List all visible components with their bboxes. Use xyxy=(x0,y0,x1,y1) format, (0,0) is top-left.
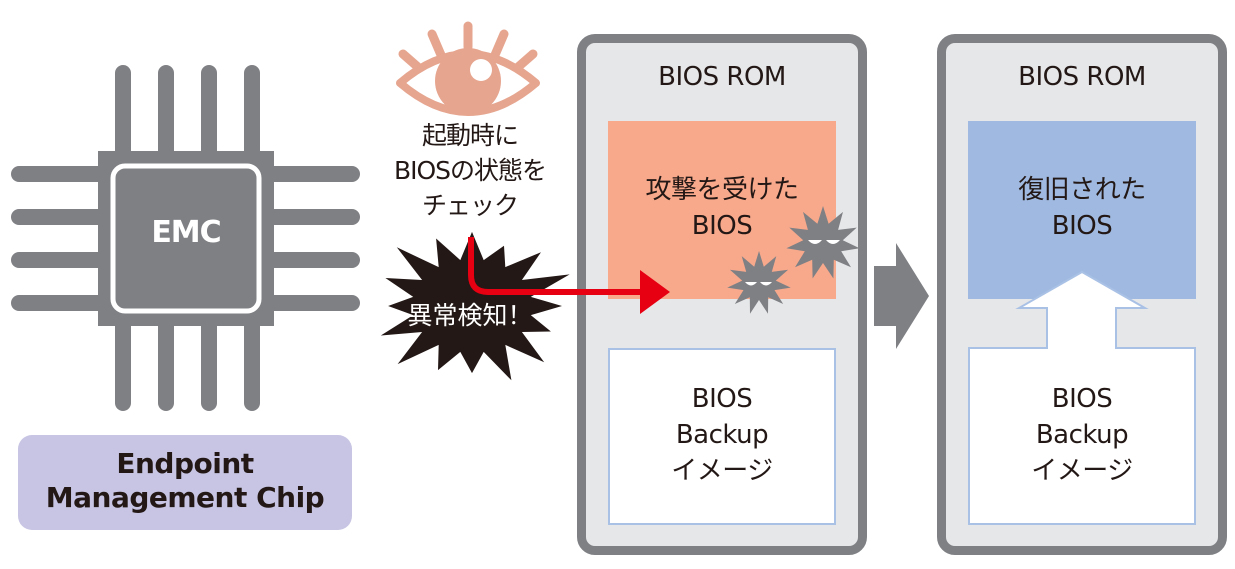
restored-bios-box xyxy=(968,121,1196,299)
chip-name-box xyxy=(18,435,352,530)
attacked-bios-box xyxy=(608,121,836,299)
emc-label: EMC xyxy=(151,215,221,250)
backup-image-label: BIOS Backup イメージ xyxy=(671,384,773,486)
check-description: 起動時に BIOSの状態を チェック xyxy=(393,121,547,220)
chip-pins xyxy=(11,65,360,411)
eye-icon xyxy=(396,21,540,116)
red-arrow-line xyxy=(468,237,642,295)
panel-title: BIOS ROM xyxy=(1018,62,1146,92)
panel-title: BIOS ROM xyxy=(658,62,786,92)
backup-image-label: BIOS Backup イメージ xyxy=(1031,384,1133,486)
restored-bios-label: 復旧された BIOS xyxy=(1018,175,1146,241)
emc-chip-icon xyxy=(11,65,360,411)
alert-label: 異常検知！ xyxy=(407,301,533,330)
chip-core xyxy=(110,163,262,314)
right-arrow-icon xyxy=(874,243,929,349)
chip-name: Endpoint Management Chip xyxy=(45,447,325,514)
backup-image-box xyxy=(608,348,836,525)
malware-icon xyxy=(727,206,860,314)
attacked-bios-label: 攻撃を受けた BIOS xyxy=(645,175,799,241)
